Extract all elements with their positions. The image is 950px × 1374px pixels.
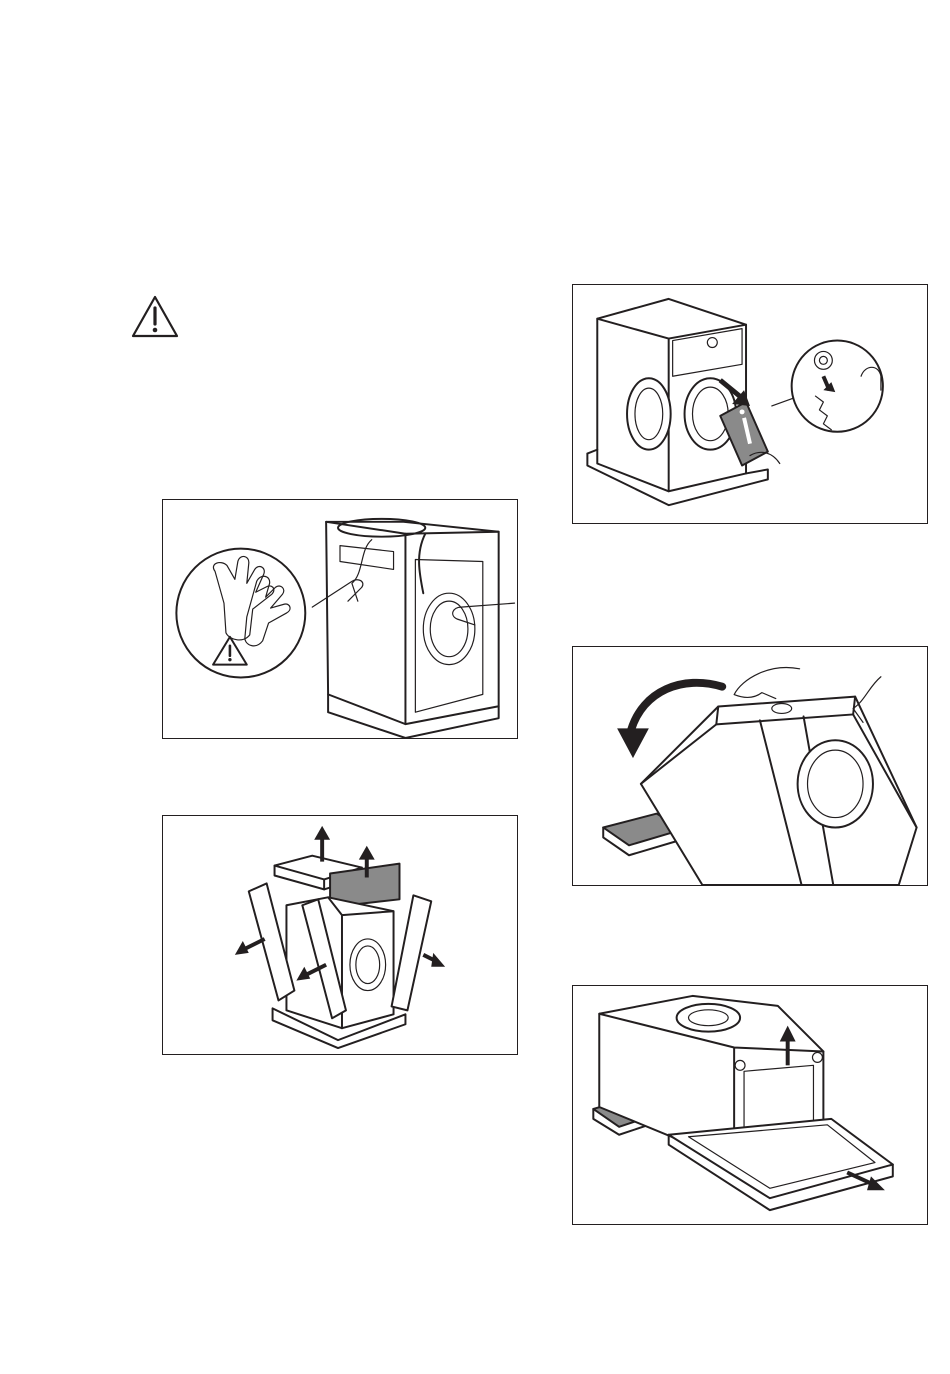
figure-remove-base xyxy=(572,985,928,1225)
figure-remove-bag-from-drum xyxy=(572,284,928,524)
accessories-icon xyxy=(772,341,883,432)
figure-remove-cover xyxy=(162,499,518,739)
figure-remove-packaging xyxy=(162,815,518,1055)
washing-machine-box xyxy=(326,519,499,738)
warning-triangle-icon xyxy=(213,637,247,665)
figure-tilt-appliance xyxy=(572,646,928,886)
warning-triangle-icon xyxy=(130,294,180,339)
